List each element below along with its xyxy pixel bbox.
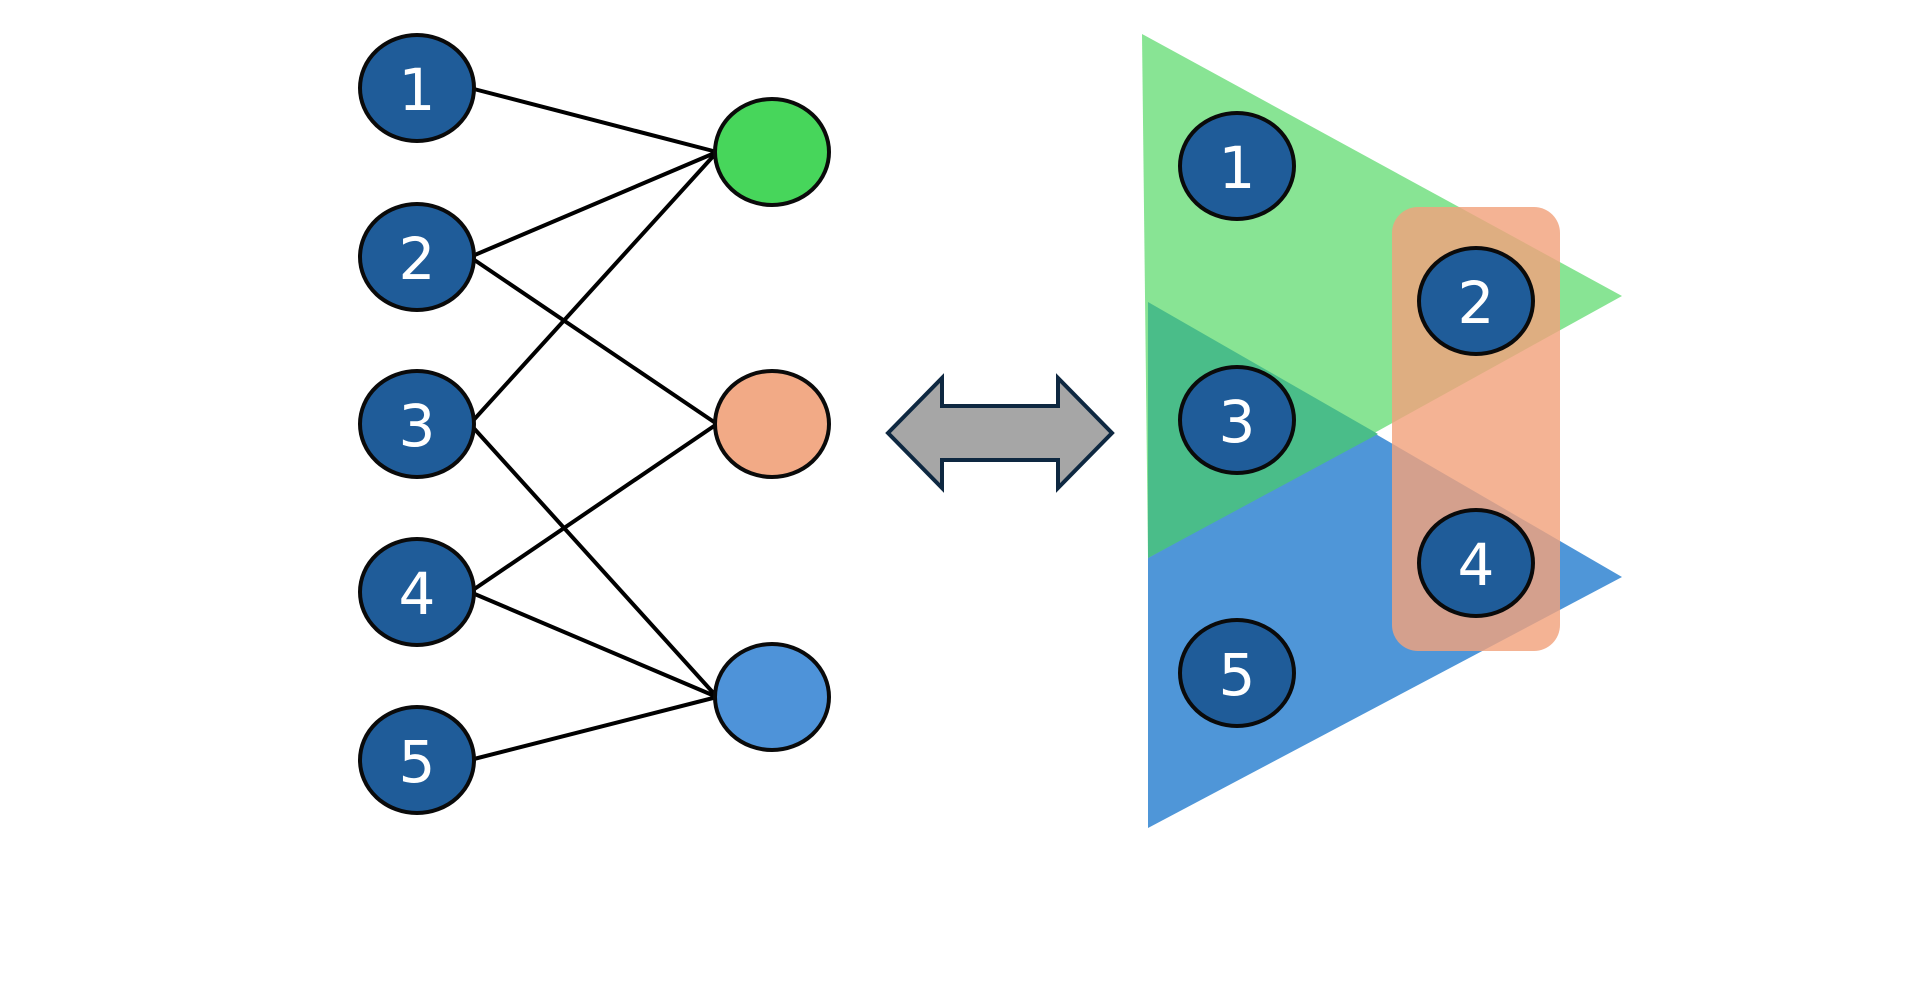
hyperedge-node-salmon [713, 369, 831, 479]
vertex-3-label: 3 [399, 392, 436, 460]
hyper-vertex-4: 4 [1417, 508, 1535, 618]
vertex-1-label: 1 [399, 56, 436, 124]
edge-5-blue [469, 695, 718, 762]
double-headed-arrow-icon [885, 373, 1115, 493]
hyperedge-node-blue [713, 642, 831, 752]
hyperedge-node-green [713, 97, 831, 207]
right-hypergraph: 1 2 3 4 5 [1142, 34, 1622, 828]
vertex-2-label: 2 [399, 225, 436, 293]
edge-2-salmon [468, 255, 719, 426]
edge-3-blue [468, 422, 719, 699]
hyper-vertex-5-label: 5 [1219, 641, 1256, 709]
edge-4-blue [469, 590, 718, 699]
vertex-2: 2 [358, 202, 476, 312]
vertex-3: 3 [358, 369, 476, 479]
vertex-5: 5 [358, 705, 476, 815]
hyper-vertex-1-label: 1 [1219, 134, 1256, 202]
vertex-4: 4 [358, 537, 476, 647]
edge-2-green [469, 150, 718, 259]
hyper-vertex-3: 3 [1178, 365, 1296, 475]
edge-3-green [468, 150, 719, 426]
hyper-vertex-4-label: 4 [1458, 531, 1495, 599]
left-graph: 1 2 3 4 5 [358, 33, 831, 815]
hyper-vertex-2: 2 [1417, 246, 1535, 356]
vertex-5-label: 5 [399, 728, 436, 796]
hyper-vertex-1: 1 [1178, 111, 1296, 221]
hyper-vertex-2-label: 2 [1458, 269, 1495, 337]
vertex-1: 1 [358, 33, 476, 143]
vertex-4-label: 4 [399, 560, 436, 628]
edges [468, 86, 719, 762]
edge-1-green [469, 86, 718, 154]
edge-4-salmon [468, 422, 719, 594]
hyper-vertex-3-label: 3 [1219, 388, 1256, 456]
hyper-vertex-5: 5 [1178, 618, 1296, 728]
